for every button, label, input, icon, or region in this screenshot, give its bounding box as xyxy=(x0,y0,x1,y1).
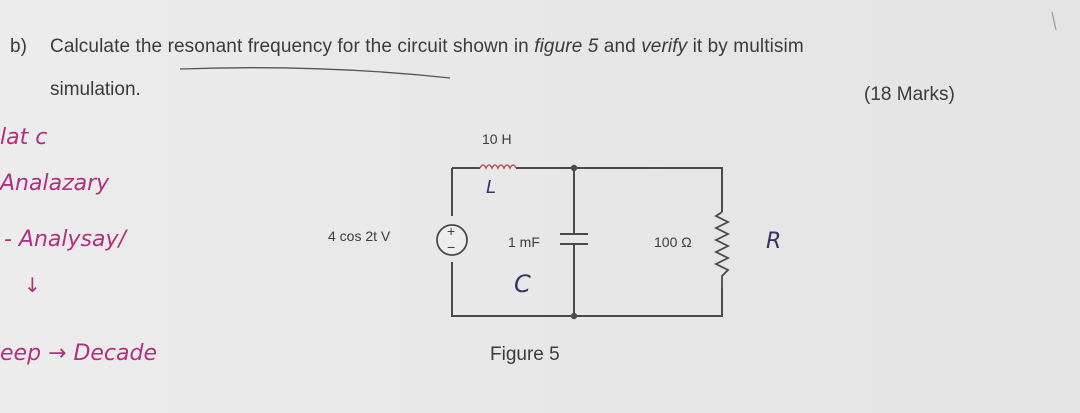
junction-dot-top xyxy=(570,164,578,172)
question-text-part1: Calculate the resonant frequency for the… xyxy=(50,36,535,57)
question-label: b) xyxy=(10,36,28,57)
question-text-part3: it by multisim xyxy=(687,36,804,57)
handwritten-note-5: eep → Decade xyxy=(0,341,157,366)
handwritten-note-3: - Analysay/ xyxy=(4,227,129,252)
pencil-underline xyxy=(179,67,451,79)
wire-top-right xyxy=(516,167,723,212)
handwritten-capacitor-note: C xyxy=(514,270,531,298)
stray-mark xyxy=(1051,11,1057,31)
handwritten-note-4: ↓ xyxy=(24,273,41,297)
question-text-line1: Calculate the resonant frequency for the… xyxy=(50,36,804,58)
voltage-source-icon xyxy=(436,224,468,256)
junction-dot-bottom xyxy=(570,312,578,320)
inductor-coil xyxy=(479,164,517,170)
source-plus: + xyxy=(447,223,455,239)
circuit-wires xyxy=(451,167,723,317)
handwritten-inductor-note: L xyxy=(486,177,496,198)
handwritten-note-2: Analazary xyxy=(0,171,110,196)
question-text-line2: simulation. xyxy=(50,79,141,100)
source-label: 4 cos 2t V xyxy=(328,228,391,244)
figure-caption: Figure 5 xyxy=(490,344,560,365)
source-minus: − xyxy=(447,239,455,255)
wire-bottom xyxy=(451,262,723,317)
handwritten-resistor-note: R xyxy=(766,229,781,254)
marks-label: (18 Marks) xyxy=(864,84,955,105)
capacitor-label: 1 mF xyxy=(508,234,540,250)
question-text-part2: and xyxy=(598,36,642,57)
question-figure-ref: figure 5 xyxy=(534,36,599,57)
inductor-label: 10 H xyxy=(482,131,512,147)
resistor-label: 100 Ω xyxy=(654,234,692,250)
resistor-zigzag xyxy=(713,211,731,288)
question-verify-word: verify xyxy=(641,36,688,57)
handwritten-note-1: lat c xyxy=(0,125,47,150)
